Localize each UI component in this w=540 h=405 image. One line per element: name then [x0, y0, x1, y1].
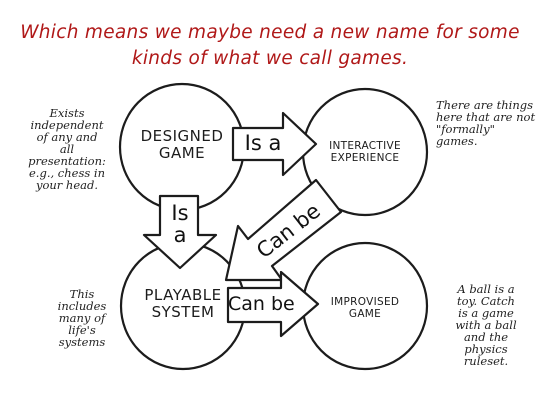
note-line: is a game [458, 306, 514, 321]
designed-game-label-line1: DESIGNED [140, 127, 224, 145]
note-line: presentation: [28, 154, 106, 169]
note-line: here that are not [436, 110, 536, 125]
note-line: many of [58, 311, 106, 326]
improvised-game-label-line1: IMPROVISED [330, 296, 400, 308]
note-line: your head. [35, 178, 99, 193]
note-top-left: Exists independent of any and all presen… [28, 106, 106, 193]
label-is: Is [171, 201, 189, 225]
note-line: physics [464, 342, 508, 357]
note-line: This [69, 287, 95, 301]
label-a: a [173, 223, 187, 247]
note-line: systems [58, 335, 106, 350]
note-top-right: There are things here that are not "form… [436, 99, 538, 147]
playable-system-label-line1: PLAYABLE [144, 286, 222, 304]
title-line-1: Which means we maybe need a new name for… [20, 22, 520, 43]
note-line: There are things [436, 98, 534, 112]
playable-system-label-line2: SYSTEM [151, 303, 215, 322]
note-bottom-right: A ball is a toy. Catch is a game with a … [448, 282, 524, 369]
note-line: e.g., chess in [29, 166, 105, 181]
note-line: of any and all [36, 130, 98, 157]
note-bottom-left: This includes many of life's systems [50, 288, 114, 348]
arrow-designed-to-playable [142, 194, 218, 270]
interactive-experience-label: INTERACTIVE EXPERIENCE [315, 140, 415, 164]
note-line: includes [57, 299, 107, 314]
playable-system-label: PLAYABLE SYSTEM [133, 286, 233, 322]
interactive-experience-label-line2: EXPERIENCE [330, 152, 400, 165]
arrow-interactive-to-playable [224, 178, 343, 282]
note-line: and the [463, 330, 509, 345]
note-line: toy. Catch [457, 294, 515, 309]
note-line: ruleset. [463, 354, 509, 369]
designed-game-label: DESIGNED GAME [132, 127, 232, 163]
note-line: independent [30, 118, 104, 133]
label-can-be: Can be [228, 293, 295, 315]
note-line: A ball is a [457, 282, 515, 296]
note-line: "formally" games. [436, 122, 495, 149]
note-line: with a ball [455, 318, 517, 333]
improvised-game-label: IMPROVISED GAME [315, 296, 415, 320]
note-line: Exists [49, 106, 85, 120]
arrow-playable-to-improvised [226, 270, 320, 338]
label-is-a: Is a [244, 131, 282, 155]
note-line: life's [68, 323, 96, 338]
designed-game-label-line2: GAME [158, 144, 206, 163]
interactive-experience-label-line1: INTERACTIVE [329, 140, 401, 152]
arrow-designed-to-interactive [231, 111, 318, 177]
improvised-game-label-line2: GAME [348, 308, 382, 321]
title-line-2: kinds of what we call games. [131, 48, 409, 69]
